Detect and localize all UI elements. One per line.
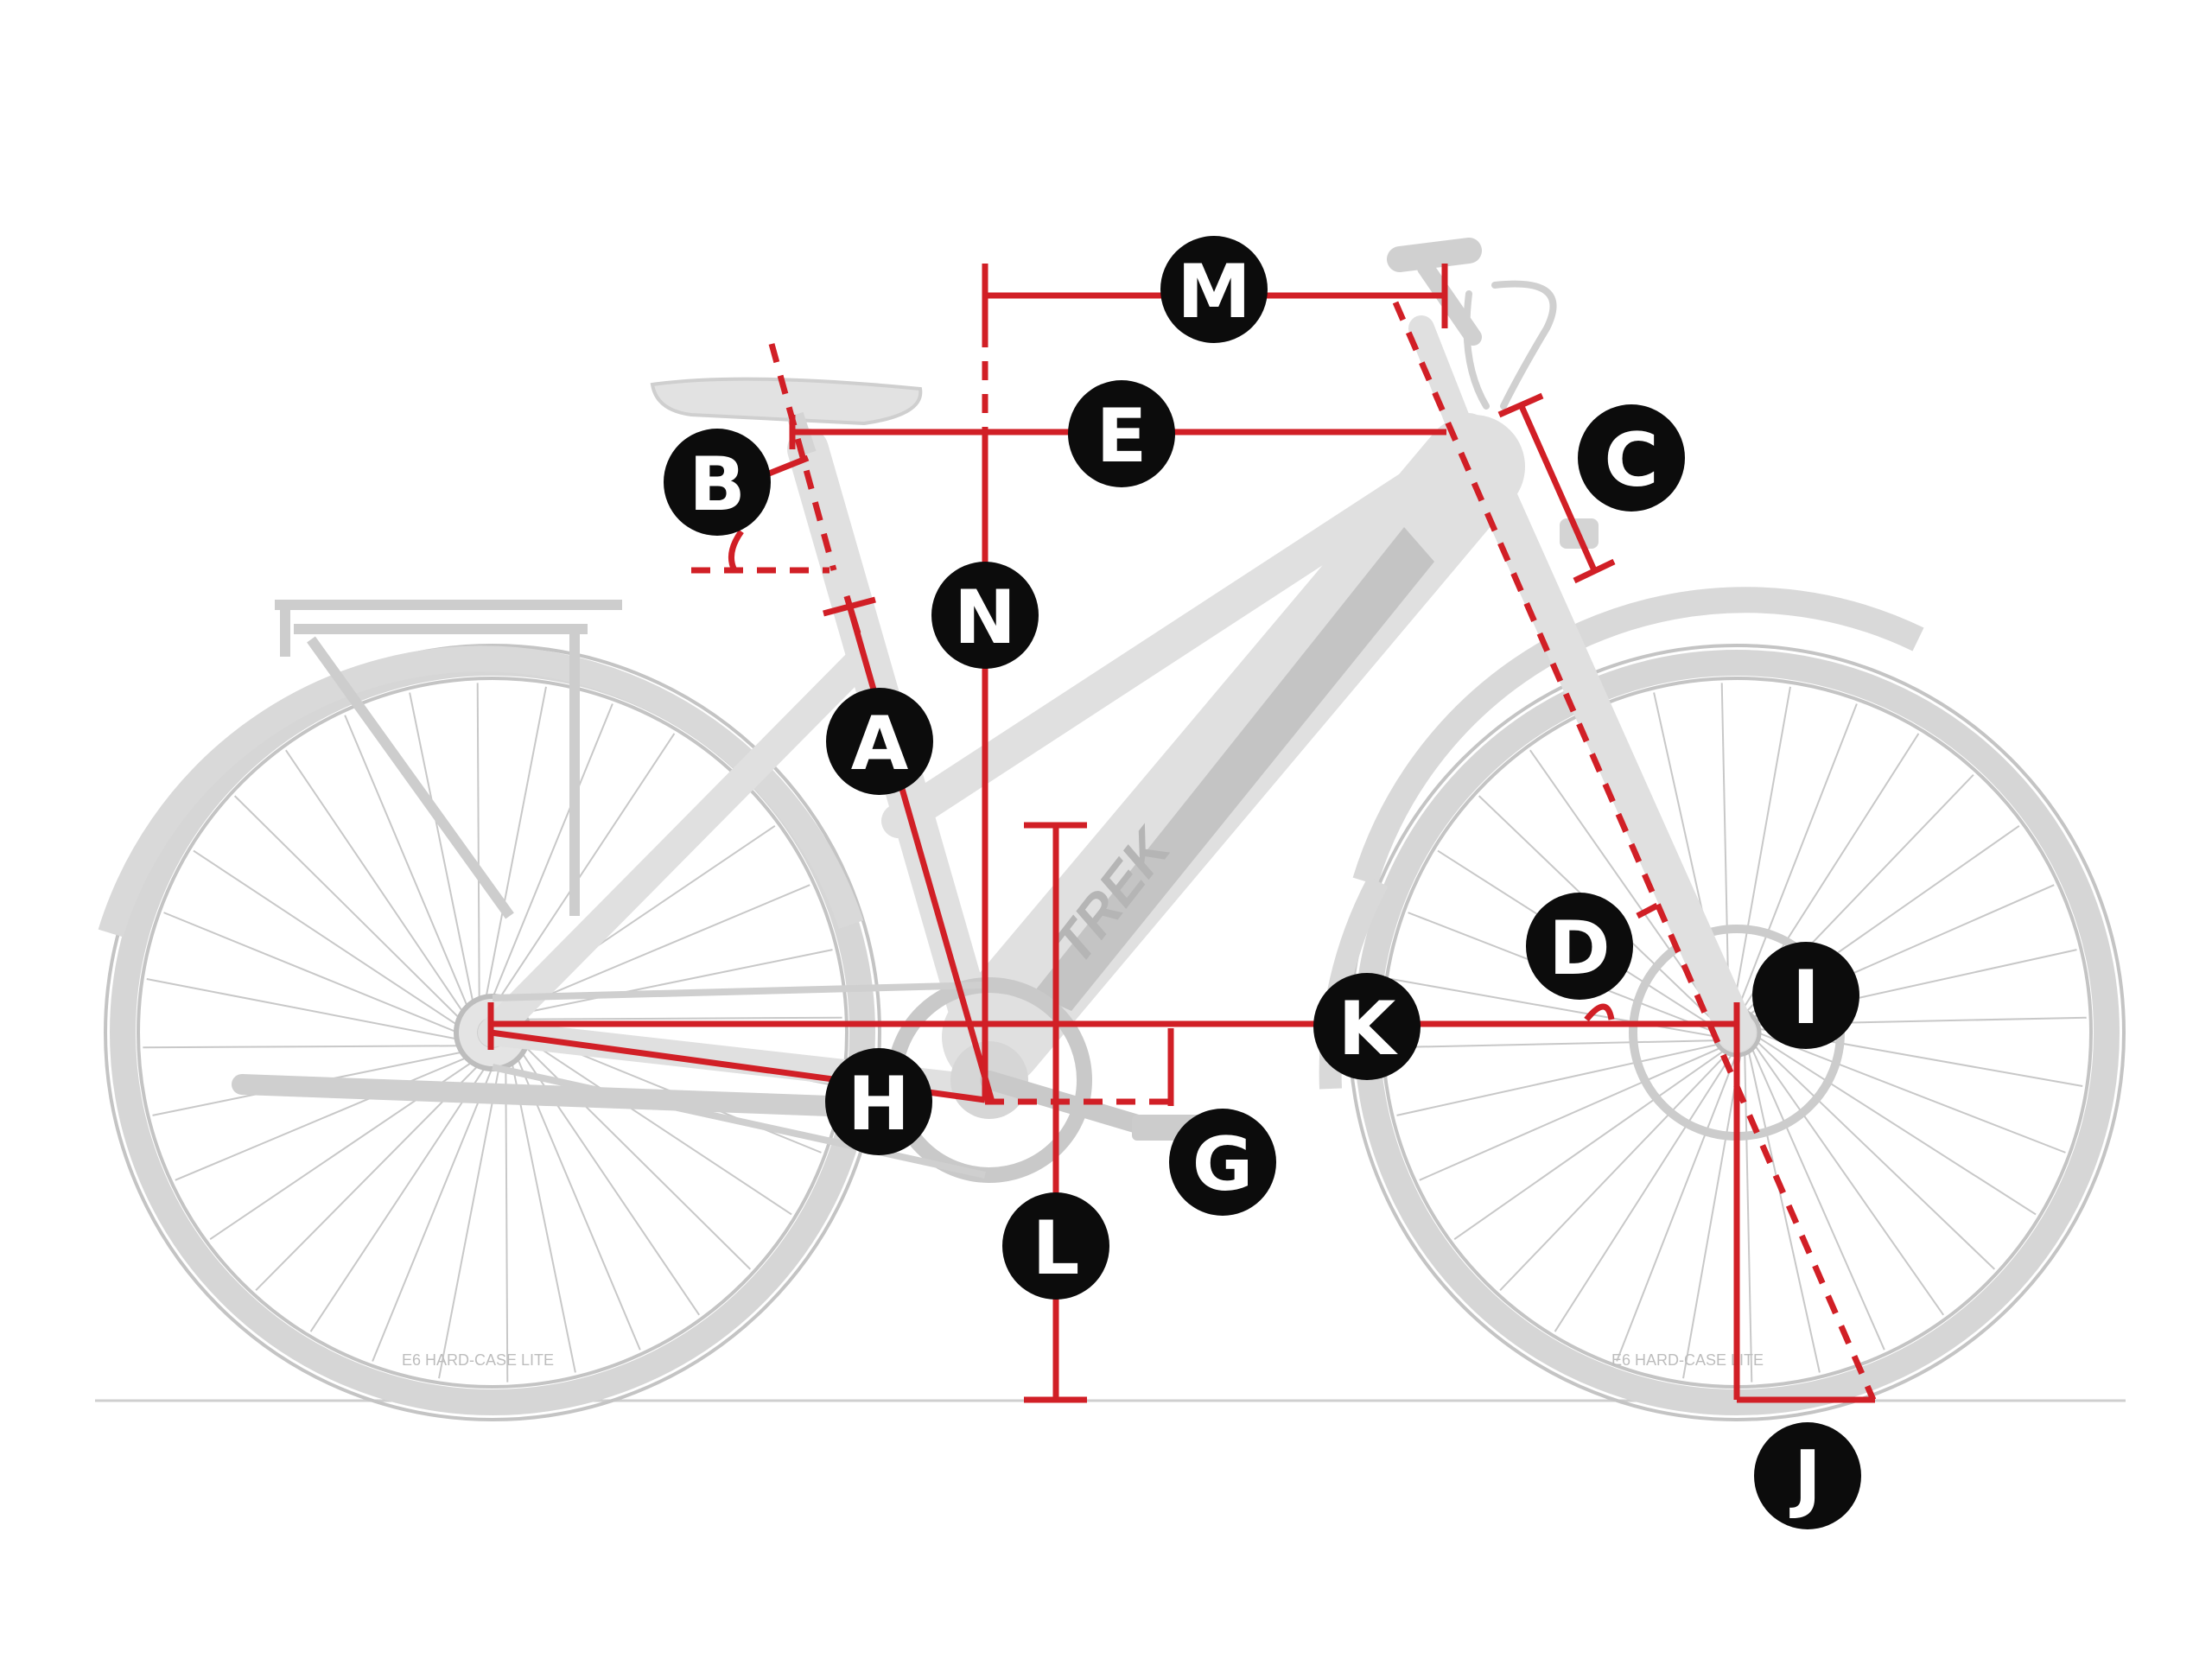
dimension-c-line bbox=[1497, 392, 1616, 584]
wheel-spoke bbox=[492, 703, 613, 999]
wheel-spoke bbox=[163, 912, 459, 1033]
wheel-spoke bbox=[511, 1061, 576, 1373]
wheel-spoke bbox=[1747, 1049, 1821, 1373]
wheel-spoke bbox=[1757, 1035, 2037, 1216]
wheel-spoke bbox=[1396, 1043, 1720, 1116]
dimension-lines bbox=[487, 264, 1877, 1403]
label-a-badge: A bbox=[826, 688, 933, 795]
wheel-spoke bbox=[1744, 1052, 1753, 1382]
wheel-spoke bbox=[146, 978, 459, 1040]
label-e-badge: E bbox=[1068, 380, 1175, 487]
wheel-spoke bbox=[498, 733, 676, 1000]
dimension-j-line bbox=[1733, 1002, 1875, 1403]
rear-rack bbox=[275, 600, 622, 919]
wheel-spoke bbox=[1682, 1052, 1742, 1379]
wheel-spoke bbox=[1453, 1049, 1726, 1240]
svg-text:L: L bbox=[1033, 1205, 1080, 1292]
wheel-spoke bbox=[372, 1066, 493, 1362]
wheel-spoke bbox=[233, 795, 461, 1020]
battery-panel bbox=[1033, 527, 1434, 1011]
label-h-badge: H bbox=[825, 1048, 932, 1155]
svg-text:J: J bbox=[1789, 1435, 1821, 1522]
head-tube-axis bbox=[1392, 301, 1877, 1402]
label-i-badge: I bbox=[1752, 942, 1859, 1049]
dimension-k-line bbox=[487, 1002, 1737, 1050]
svg-text:K: K bbox=[1338, 986, 1399, 1072]
svg-text:M: M bbox=[1177, 249, 1251, 335]
wheel-spoke bbox=[1755, 1039, 1996, 1270]
label-k-badge: K bbox=[1313, 973, 1421, 1080]
kickstand bbox=[232, 1074, 840, 1116]
label-m-badge: M bbox=[1160, 236, 1268, 343]
wheel-spoke bbox=[1499, 1051, 1730, 1292]
label-c-badge: C bbox=[1578, 404, 1685, 512]
wheel-spoke bbox=[438, 1066, 500, 1379]
wheel-spoke bbox=[1720, 683, 1730, 1014]
label-g-badge: G bbox=[1169, 1109, 1276, 1216]
dimension-g-line bbox=[985, 1028, 1174, 1106]
wheel-spoke bbox=[175, 1056, 469, 1181]
wheel-spoke bbox=[143, 1045, 461, 1049]
svg-text:G: G bbox=[1192, 1122, 1254, 1208]
dimension-d-line bbox=[1584, 902, 1659, 1022]
wheel-spoke bbox=[505, 1064, 509, 1382]
front-fender bbox=[1352, 587, 1924, 886]
wheel-spoke bbox=[1390, 978, 1717, 1038]
label-b-badge: B bbox=[664, 429, 771, 536]
wheel-spoke bbox=[525, 1038, 792, 1216]
svg-text:N: N bbox=[954, 575, 1016, 661]
svg-text:H: H bbox=[848, 1061, 910, 1147]
dimension-l-line bbox=[1024, 822, 1087, 1403]
wheel-spoke bbox=[344, 715, 469, 1009]
wheel-spoke bbox=[1736, 703, 1858, 1013]
label-n-badge: N bbox=[931, 562, 1039, 669]
wheel-spoke bbox=[1751, 1046, 1885, 1351]
label-j-badge: J bbox=[1754, 1422, 1861, 1529]
wheel-spoke bbox=[1753, 1043, 1944, 1316]
wheel-spoke bbox=[485, 686, 547, 999]
handlebar bbox=[1387, 238, 1557, 410]
rear-tire-text: E6 HARD-CASE LITE bbox=[402, 1351, 554, 1369]
wheel-spoke bbox=[521, 949, 833, 1014]
wheel-spoke bbox=[476, 683, 480, 1001]
wheel-spoke bbox=[193, 849, 460, 1027]
wheel-spoke bbox=[309, 1065, 487, 1332]
wheel-spoke bbox=[284, 749, 465, 1014]
svg-text:C: C bbox=[1604, 417, 1658, 504]
wheel-spoke bbox=[409, 692, 474, 1004]
wheel-spoke bbox=[516, 884, 810, 1009]
svg-text:A: A bbox=[851, 701, 909, 787]
label-d-badge: D bbox=[1526, 893, 1633, 1000]
svg-text:E: E bbox=[1096, 393, 1147, 480]
label-l-badge: L bbox=[1002, 1192, 1109, 1300]
front-tire-text: E6 HARD-CASE LITE bbox=[1611, 1351, 1764, 1369]
wheel-spoke bbox=[1732, 686, 1791, 1013]
saddle bbox=[650, 377, 923, 426]
svg-text:B: B bbox=[689, 442, 746, 528]
wheel-spoke bbox=[1616, 1052, 1738, 1362]
rear-fender bbox=[98, 645, 864, 938]
wheel-spoke bbox=[1419, 1046, 1723, 1181]
wheel-spoke bbox=[1554, 1052, 1734, 1332]
dimension-b-line bbox=[691, 343, 837, 574]
wheel-spoke bbox=[524, 1016, 842, 1020]
svg-text:D: D bbox=[1548, 906, 1610, 992]
wheel-spoke bbox=[1757, 1032, 2066, 1154]
badges: M E B C N A D I K H G L J bbox=[664, 236, 1861, 1529]
dimension-a-line bbox=[823, 594, 995, 1103]
svg-text:I: I bbox=[1792, 955, 1820, 1041]
wheel-spoke bbox=[516, 1056, 641, 1351]
wheel-spoke bbox=[1387, 1039, 1718, 1049]
